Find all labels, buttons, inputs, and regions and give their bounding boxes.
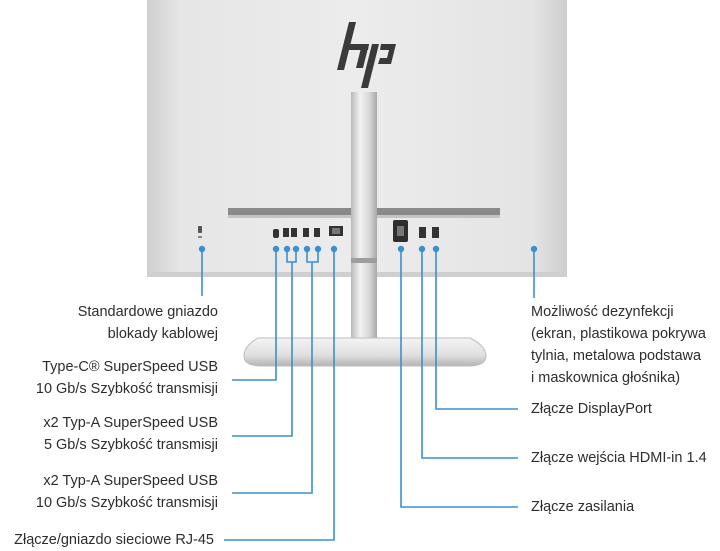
callout-dots: [198, 245, 538, 253]
stand-neck: [351, 92, 377, 354]
usb-a-port-icon: [283, 228, 320, 237]
label-line: Złącze zasilania: [531, 499, 635, 515]
label-usb-a-5: x2 Typ-A SuperSpeed USB 5 Gb/s Szybkość …: [43, 412, 218, 456]
label-displayport: Złącze DisplayPort: [531, 398, 652, 420]
stand-base: [243, 337, 487, 367]
lock-slot-icon: [198, 226, 202, 238]
label-line: i maskownica głośnika): [531, 370, 681, 386]
label-line: 5 Gb/s Szybkość transmisji: [43, 437, 218, 453]
label-line: Złącze/gniazdo sieciowe RJ-45: [14, 532, 214, 548]
displayport-port-icon: [432, 227, 439, 238]
label-usb-a-10: x2 Typ-A SuperSpeed USB 10 Gb/s Szybkość…: [36, 470, 218, 514]
label-usb-c: Type-C® SuperSpeed USB 10 Gb/s Szybkość …: [36, 356, 218, 400]
label-line: Złącze DisplayPort: [531, 401, 652, 417]
callout-lines: [201, 252, 535, 541]
label-line: Możliwość dezynfekcji: [531, 304, 674, 320]
rj45-port-icon: [329, 226, 343, 236]
stand-neck-joint: [351, 258, 377, 263]
label-rj45: Złącze/gniazdo sieciowe RJ-45: [14, 529, 214, 551]
label-line: x2 Typ-A SuperSpeed USB: [43, 415, 218, 431]
label-line: (ekran, plastikowa pokrywa: [531, 326, 706, 342]
label-line: tylnia, metalowa podstawa: [531, 348, 702, 364]
label-line: Złącze wejścia HDMI-in 1.4: [531, 450, 707, 466]
label-line: 10 Gb/s Szybkość transmisji: [35, 495, 218, 511]
label-hdmi-in: Złącze wejścia HDMI-in 1.4: [531, 447, 707, 469]
label-line: x2 Typ-A SuperSpeed USB: [43, 473, 218, 489]
power-port-icon: [393, 220, 408, 242]
label-line: Standardowe gniazdo: [77, 304, 218, 320]
label-disinfection: Możliwość dezynfekcji (ekran, plastikowa…: [531, 301, 706, 389]
label-line: blokady kablowej: [107, 326, 218, 342]
label-line: 10 Gb/s Szybkość transmisji: [35, 381, 218, 397]
label-power: Złącze zasilania: [531, 496, 634, 518]
label-lock-slot: Standardowe gniazdo blokady kablowej: [78, 301, 218, 345]
hdmi-port-icon: [419, 227, 426, 238]
usb-c-port-icon: [273, 229, 279, 238]
label-line: Type-C® SuperSpeed USB: [42, 359, 218, 375]
hp-logo: [337, 22, 396, 88]
